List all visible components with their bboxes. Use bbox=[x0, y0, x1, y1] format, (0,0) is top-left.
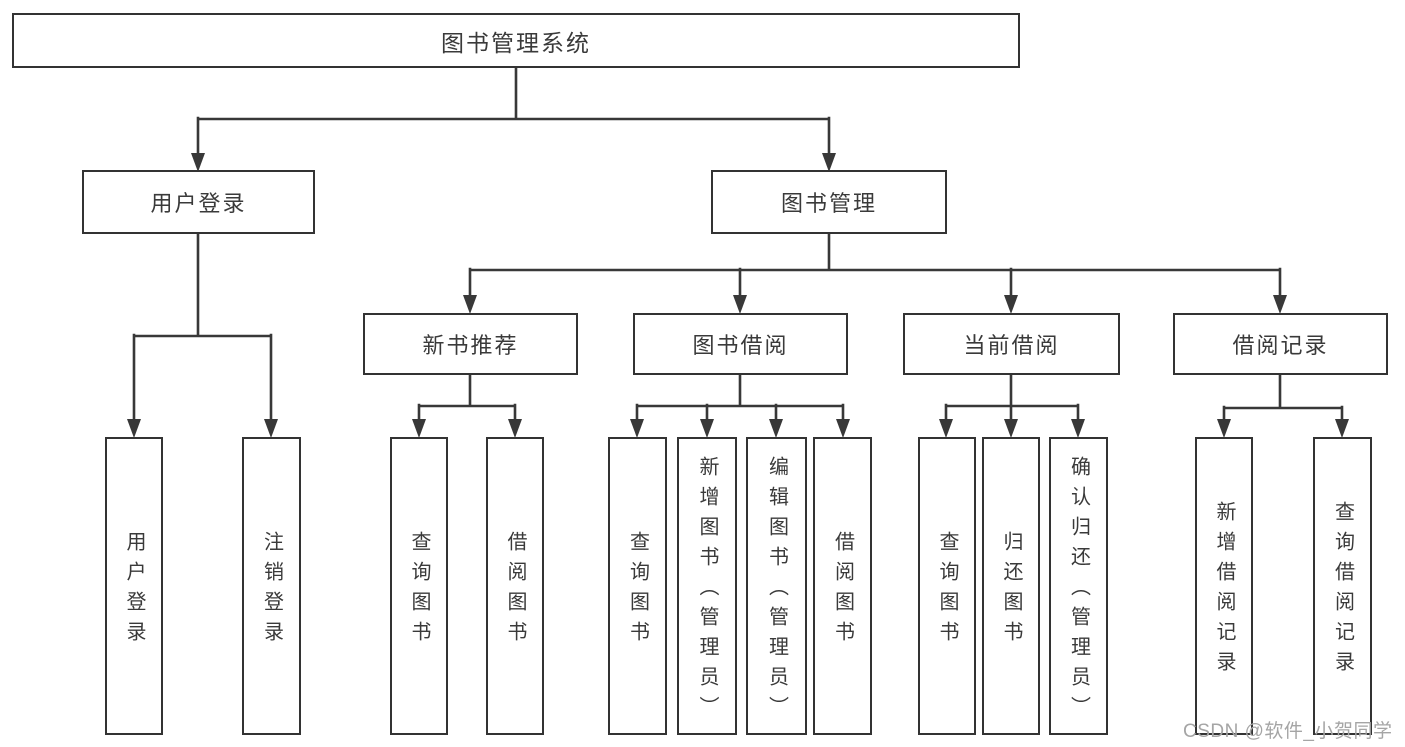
leaf-edit-books-admin: 编辑图书（管理员） bbox=[746, 437, 807, 735]
leaf-query-borrow-record: 查询借阅记录 bbox=[1313, 437, 1372, 735]
leaf-add-borrow-record: 新增借阅记录 bbox=[1195, 437, 1253, 735]
node-new-book-recommend: 新书推荐 bbox=[363, 313, 578, 375]
leaf-borrow-books-recommend: 借阅图书 bbox=[486, 437, 544, 735]
node-user-login: 用户登录 bbox=[82, 170, 315, 234]
leaf-return-books: 归还图书 bbox=[982, 437, 1040, 735]
leaf-query-books-recommend: 查询图书 bbox=[390, 437, 448, 735]
leaf-borrow-books: 借阅图书 bbox=[813, 437, 872, 735]
leaf-logout: 注销登录 bbox=[242, 437, 301, 735]
leaf-add-books-admin: 新增图书（管理员） bbox=[677, 437, 737, 735]
leaf-user-login: 用户登录 bbox=[105, 437, 163, 735]
node-current-borrow: 当前借阅 bbox=[903, 313, 1120, 375]
csdn-watermark: CSDN @软件_小贺同学 bbox=[1183, 721, 1393, 742]
node-book-management: 图书管理 bbox=[711, 170, 947, 234]
leaf-query-books-borrow: 查询图书 bbox=[608, 437, 667, 735]
leaf-query-books-current: 查询图书 bbox=[918, 437, 976, 735]
node-library-management-system: 图书管理系统 bbox=[12, 13, 1020, 68]
node-borrow-records: 借阅记录 bbox=[1173, 313, 1388, 375]
leaf-confirm-return-admin: 确认归还（管理员） bbox=[1049, 437, 1108, 735]
node-book-borrow: 图书借阅 bbox=[633, 313, 848, 375]
